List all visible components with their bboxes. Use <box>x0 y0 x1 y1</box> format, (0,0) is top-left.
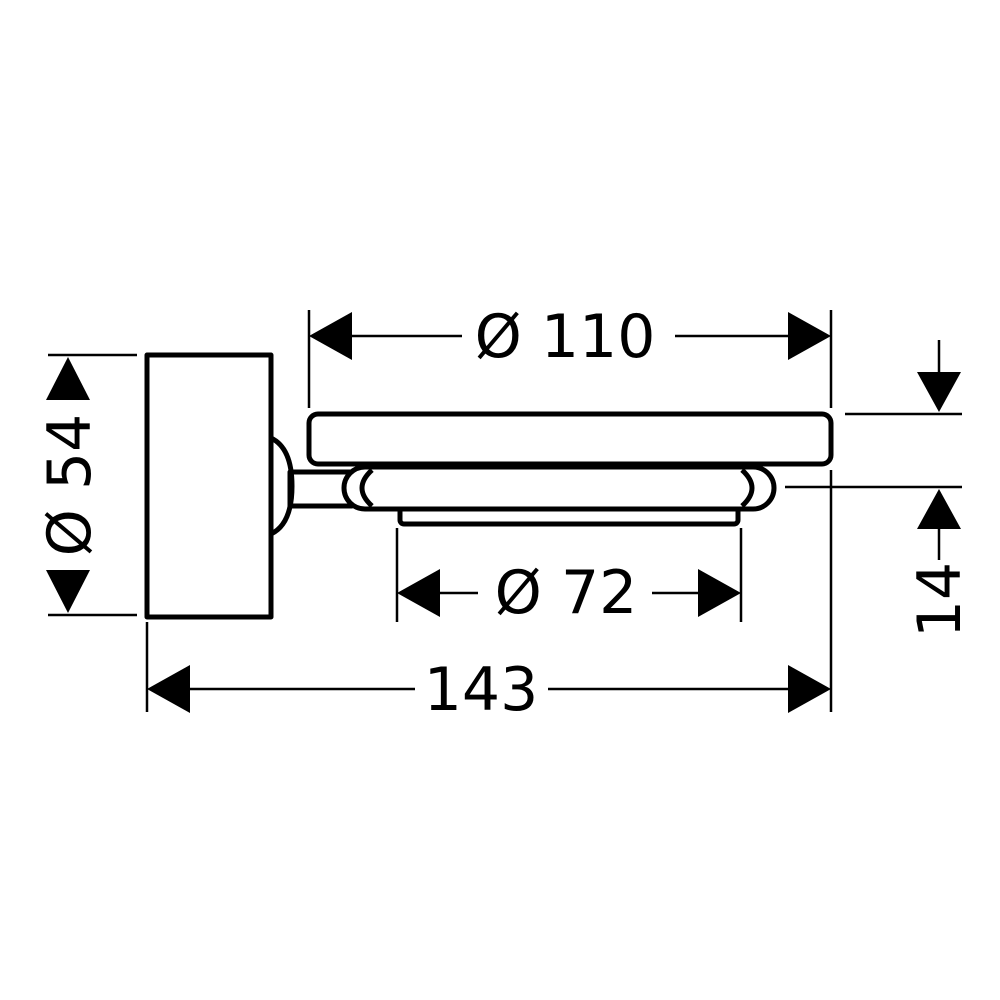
dimension-tray-diameter: Ø 110 <box>307 302 833 408</box>
arrow-right <box>788 312 831 360</box>
holder-ring-left-curve <box>359 468 374 508</box>
label-tray-height: 14 <box>905 562 975 638</box>
arrow-left <box>397 569 440 617</box>
holder-ring-right-curve <box>740 468 755 508</box>
label-overall-length: 143 <box>424 655 539 725</box>
arrow-right <box>788 665 831 713</box>
dimension-tray-height: 14 <box>785 340 975 638</box>
dimension-inner-diameter: Ø 72 <box>395 528 743 628</box>
arrow-up <box>917 489 961 529</box>
product-outline <box>144 352 834 620</box>
arrow-left <box>309 312 352 360</box>
arrow-left <box>147 665 190 713</box>
arrow-up <box>46 357 90 400</box>
soap-dish-tray <box>306 411 834 467</box>
arrow-right <box>698 569 741 617</box>
label-base-diameter: Ø 54 <box>35 414 105 557</box>
arrow-down <box>46 570 90 613</box>
dimension-base-diameter: Ø 54 <box>35 353 137 617</box>
wall-mount-base <box>144 352 274 620</box>
holder-ring <box>341 464 777 512</box>
arrow-down <box>917 372 961 412</box>
label-inner-diameter: Ø 72 <box>495 558 638 628</box>
label-tray-diameter: Ø 110 <box>475 302 656 372</box>
dimension-overall-length: 143 <box>145 470 833 725</box>
